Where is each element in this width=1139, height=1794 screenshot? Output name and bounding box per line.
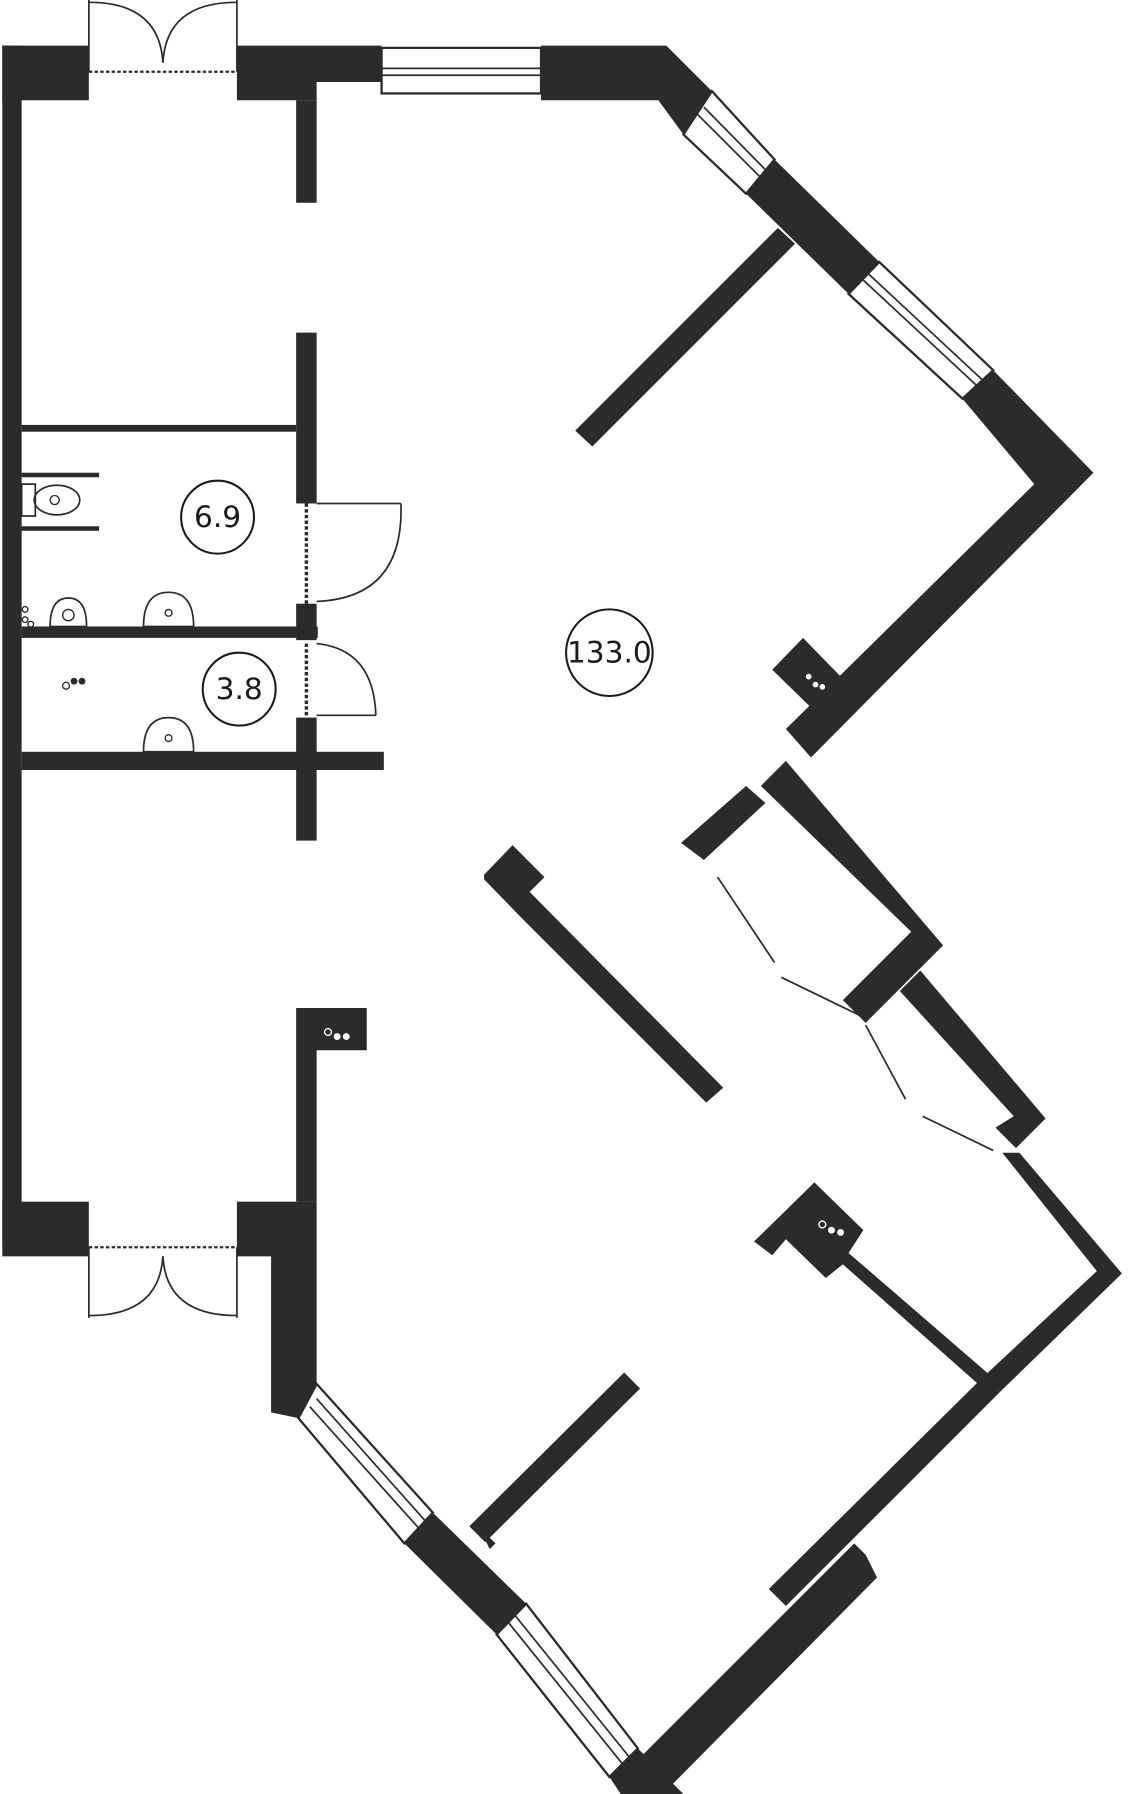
room-label-bathroom-large: 6.9: [180, 479, 256, 555]
door-top-double: [87, 0, 238, 73]
grab-bar-bottom: [21, 526, 100, 531]
sink-small-icon: [142, 716, 195, 753]
toilet-floor-icon: [49, 597, 88, 628]
door-bathroom-large: [304, 502, 402, 604]
window-sw-2: [495, 1602, 640, 1779]
sink-icon: [142, 591, 195, 628]
room-label-bathroom-small: 3.8: [201, 651, 277, 727]
door-bathroom-small: [304, 642, 377, 717]
room-label-main-hall: 133.0: [565, 608, 654, 697]
window-sw-1: [297, 1381, 435, 1546]
pipe-dots-icon: [21, 605, 35, 628]
fixtures: [20, 472, 844, 1236]
window-ne-2: [846, 260, 995, 401]
area-bathroom-small: 3.8: [216, 672, 263, 706]
interior-walls: [21, 100, 1001, 1550]
area-main-hall: 133.0: [567, 636, 652, 670]
area-bathroom-large: 6.9: [194, 500, 241, 534]
windows: [297, 46, 995, 1779]
doors: [87, 0, 994, 1318]
toilet-icon: [20, 483, 81, 517]
drain-dots-icon: [61, 677, 86, 690]
window-top: [380, 46, 543, 95]
door-bottom-double: [87, 1246, 238, 1318]
exterior-walls: [2, 45, 1122, 1794]
window-ne-1: [681, 89, 777, 196]
shaft-dots-icon: [323, 673, 844, 1236]
door-right-angled: [716, 876, 994, 1152]
grab-bar-top: [21, 472, 100, 478]
